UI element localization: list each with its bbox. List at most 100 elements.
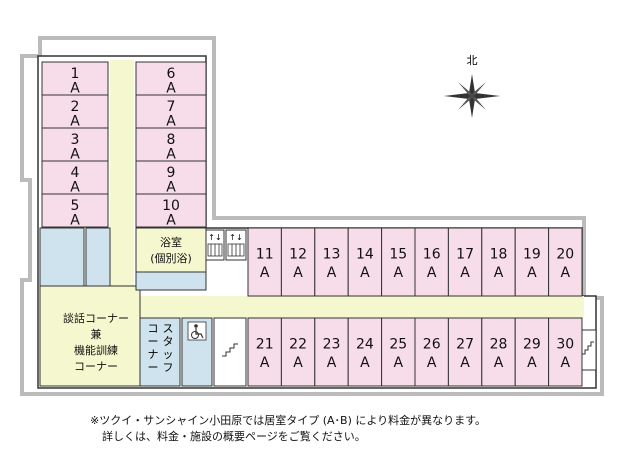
room-type: A — [460, 265, 470, 281]
lounge-label-1: 談話コーナー — [63, 311, 129, 325]
room-5: 5A — [41, 193, 109, 228]
room-number: 5 — [71, 198, 80, 214]
room-number: 17 — [456, 247, 474, 263]
room-24: 24A — [347, 317, 383, 387]
staff-char: ー — [148, 361, 159, 374]
wheelchair-icon — [187, 321, 207, 341]
elevator-1: ↑↓ — [205, 229, 225, 261]
room-number: 18 — [490, 247, 508, 263]
room-15: 15A — [381, 227, 416, 297]
room-type: A — [293, 355, 303, 371]
room-8: 8A — [135, 127, 207, 162]
room-number: 10 — [162, 198, 180, 214]
room-25: 25A — [381, 317, 416, 387]
room-type: A — [166, 80, 176, 96]
svg-text:↑↓: ↑↓ — [208, 233, 221, 242]
room-6: 6A — [135, 61, 207, 96]
staff-char: ス — [163, 322, 174, 335]
restroom-block — [181, 317, 213, 387]
room-number: 20 — [556, 247, 574, 263]
room-type: A — [494, 355, 504, 371]
svg-text:↑↓: ↑↓ — [229, 233, 242, 242]
room-type: A — [260, 265, 270, 281]
staff-char: タ — [163, 335, 174, 348]
room-type: A — [427, 265, 437, 281]
room-type: A — [394, 355, 404, 371]
room-type: A — [327, 265, 337, 281]
room-number: 19 — [523, 247, 541, 263]
room-type: A — [360, 355, 370, 371]
room-number: 24 — [356, 337, 374, 353]
room-type: A — [561, 265, 571, 281]
north-label: 北 — [467, 54, 478, 67]
room-2: 2A — [41, 94, 109, 129]
room-number: 29 — [523, 337, 541, 353]
room-number: 26 — [423, 337, 441, 353]
room-4: 4A — [41, 160, 109, 195]
note-line-1: ※ツクイ・サンシャイン小田原では居室タイプ (A･B) により料金が異なります。 — [90, 414, 487, 427]
staff-char: フ — [163, 361, 174, 374]
room-number: 6 — [167, 66, 176, 82]
room-27: 27A — [447, 317, 483, 387]
room-number: 9 — [167, 165, 176, 181]
room-type: A — [327, 355, 337, 371]
room-3: 3A — [41, 127, 109, 162]
stairs-icon-1 — [213, 317, 247, 387]
room-number: 2 — [71, 99, 80, 115]
room-7: 7A — [135, 94, 207, 129]
room-13: 13A — [314, 227, 349, 297]
storage-block-2 — [85, 227, 111, 287]
staff-char: ッ — [163, 348, 174, 361]
room-type: A — [360, 265, 370, 281]
staff-char: コ — [148, 322, 159, 335]
room-20: 20A — [548, 227, 583, 297]
staff-corner-block — [139, 317, 181, 387]
room-type: A — [70, 212, 80, 228]
elevator-2: ↑↓ — [225, 229, 247, 261]
room-type: A — [260, 355, 270, 371]
bath-label-1: 浴室 — [160, 235, 182, 249]
room-19: 19A — [514, 227, 550, 297]
room-number: 11 — [256, 247, 274, 263]
room-30: 30A — [548, 317, 583, 387]
room-type: A — [70, 113, 80, 129]
room-type: A — [460, 355, 470, 371]
room-11: 11A — [247, 227, 282, 297]
room-17: 17A — [447, 227, 483, 297]
room-type: A — [70, 146, 80, 162]
lounge-label-3: 機能訓練 — [74, 343, 118, 357]
room-number: 22 — [289, 337, 307, 353]
lounge-label-4: コーナー — [74, 360, 118, 373]
storage-block-1 — [39, 227, 85, 287]
room-type: A — [70, 179, 80, 195]
room-10: 10A — [135, 193, 207, 228]
bath-room — [135, 227, 207, 273]
room-number: 23 — [323, 337, 341, 353]
room-type: A — [527, 265, 537, 281]
room-type: A — [166, 179, 176, 195]
room-number: 30 — [556, 337, 574, 353]
room-14: 14A — [347, 227, 383, 297]
room-type: A — [166, 212, 176, 228]
bath-lower-block — [135, 271, 207, 291]
room-26: 26A — [414, 317, 449, 387]
room-type: A — [527, 355, 537, 371]
room-number: 21 — [256, 337, 274, 353]
room-number: 28 — [490, 337, 508, 353]
room-type: A — [394, 265, 404, 281]
room-1: 1A — [41, 61, 109, 96]
room-12: 12A — [280, 227, 316, 297]
room-type: A — [494, 265, 504, 281]
room-type: A — [166, 113, 176, 129]
room-number: 16 — [423, 247, 441, 263]
room-29: 29A — [514, 317, 550, 387]
room-number: 4 — [71, 165, 80, 181]
room-22: 22A — [280, 317, 316, 387]
corridor-horizontal — [40, 296, 584, 318]
room-18: 18A — [481, 227, 516, 297]
